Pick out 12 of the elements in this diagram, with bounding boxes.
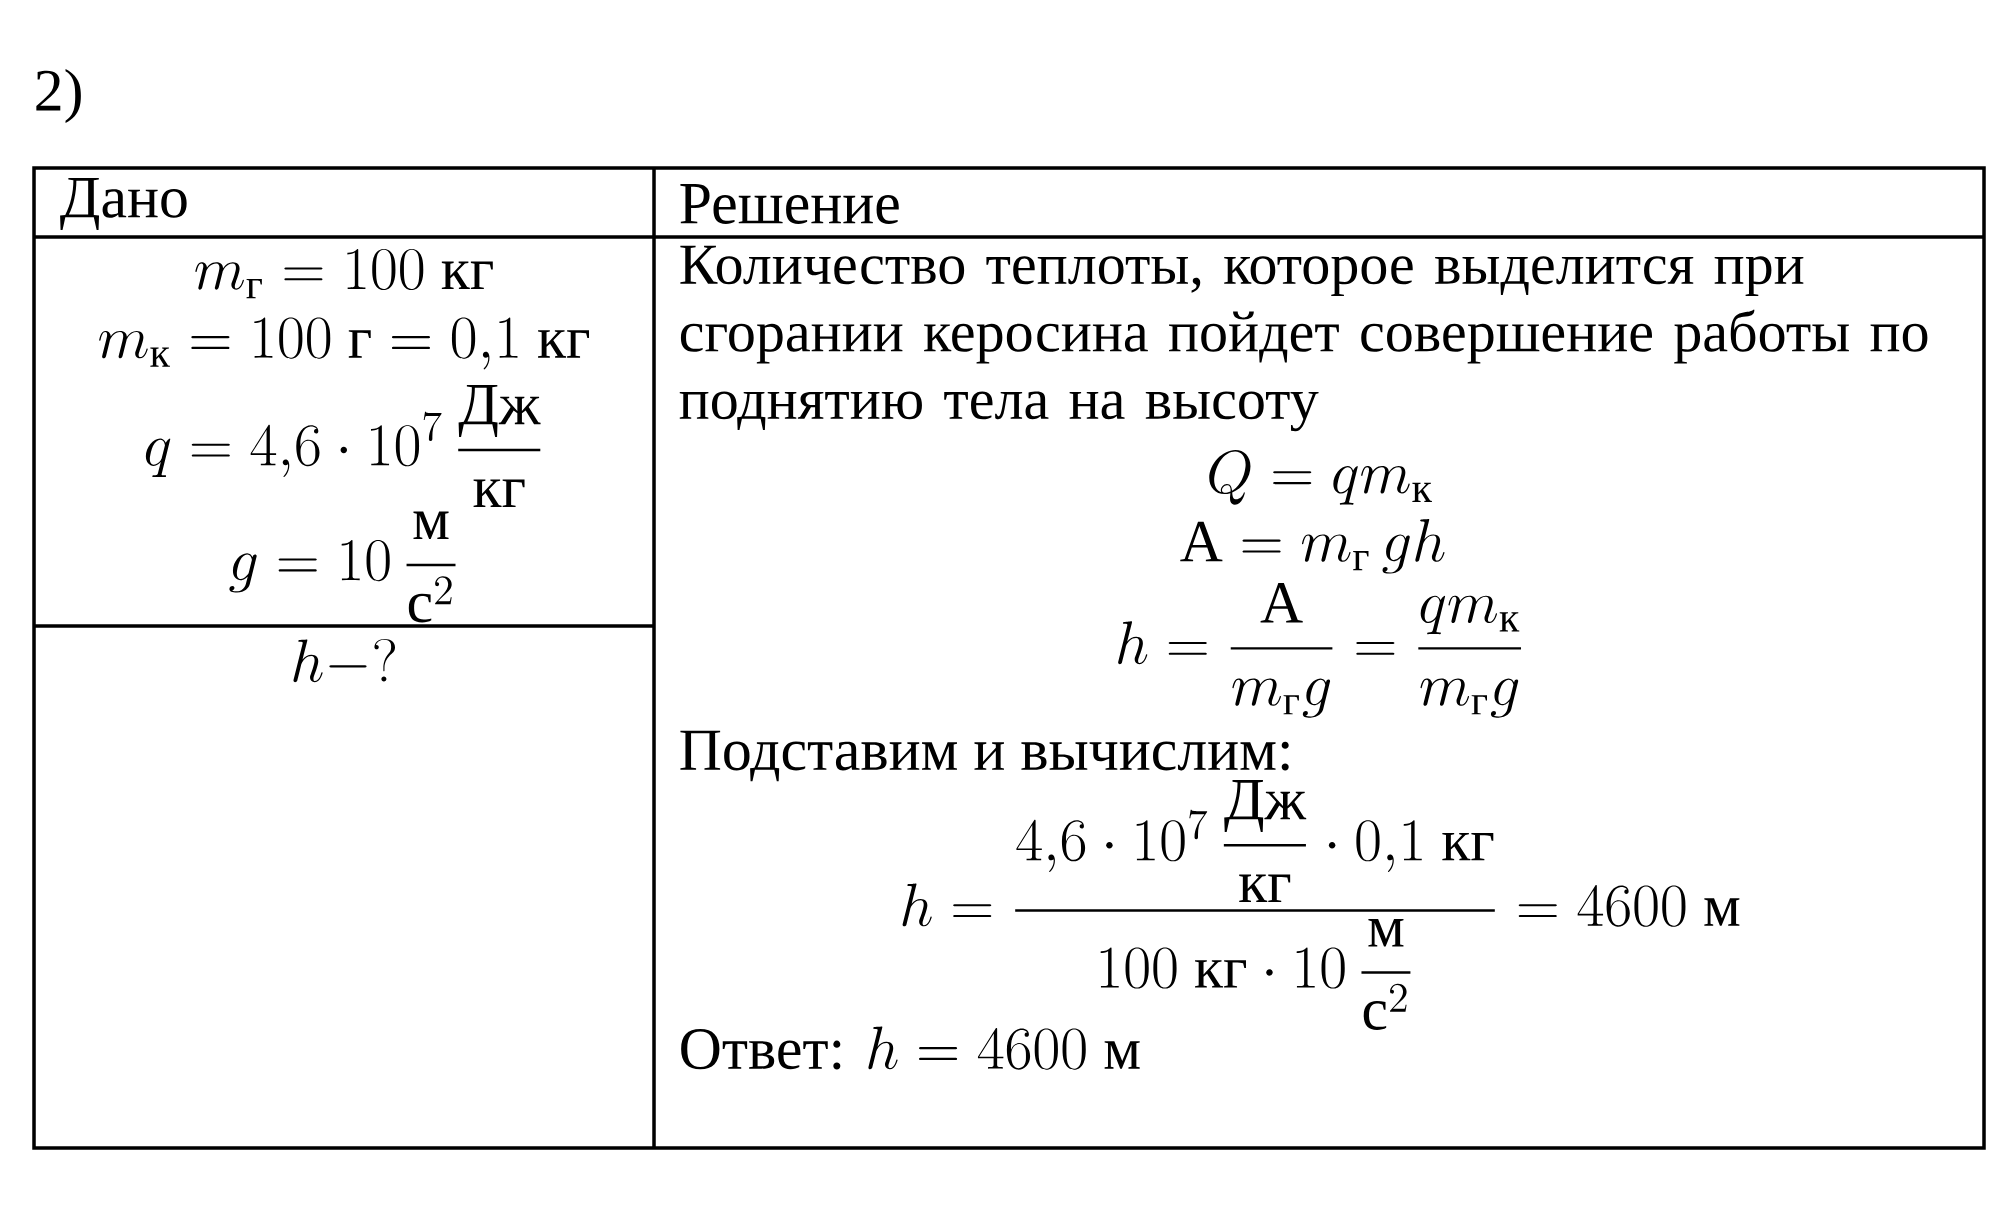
- problem-number: 2): [36, 68, 81, 124]
- formula: $m_{\text{к}} = 100\ \text{г} = 0{,}1\ \text{кг}$: [99, 317, 589, 370]
- column-heading: Дано: [60, 178, 187, 230]
- formula: $h - ?$: [293, 638, 395, 683]
- column-heading: Решение: [680, 184, 899, 224]
- formula: $g = 10\,\dfrac{\text{м}}{\text{с}^{2}}$: [229, 511, 456, 623]
- formula: $Q = q m_{\text{к}}$: [1209, 450, 1432, 505]
- formula: $\text{А} = m_{\text{г}}\, g h$: [1180, 519, 1445, 574]
- formula: $m_{\text{г}} = 100\ \text{кг}$: [195, 248, 493, 299]
- formula: $q = 4{,}6\cdot 10^{7}\,\dfrac{\text{Дж}}{\text{кг}}$: [145, 385, 541, 507]
- paragraph: Количество теплоты, которое выделится при сгорании керосина пойдет совершение работы по поднятию тела на высоту: [679, 245, 1928, 432]
- formula: $h = \dfrac{\text{А}}{m_{\text{г}} g} = \dfrac{q m_{\text{к}}}{m_{\text{г}} g}$: [1118, 582, 1521, 718]
